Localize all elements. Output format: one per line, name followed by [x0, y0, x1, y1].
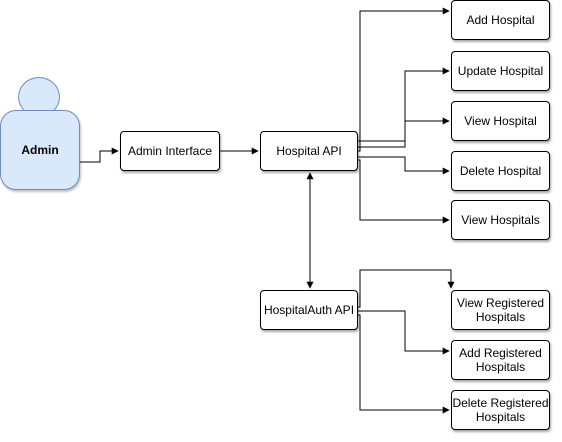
node-add-hospital-label: Add Hospital [466, 13, 535, 27]
node-add-hospital[interactable]: Add Hospital [451, 0, 550, 40]
node-update-hospital[interactable]: Update Hospital [451, 51, 550, 91]
node-hospitalauth-api-label: HospitalAuth API [263, 303, 355, 317]
node-admin-interface-label: Admin Interface [127, 144, 213, 158]
edge-hospitalauth-to-delete-registered [358, 314, 450, 414]
edge-hospital-api-to-view-hospitals [358, 159, 450, 224]
node-view-hospital-label: View Hospital [464, 114, 537, 128]
node-view-registered-hospitals-label: View Registered Hospitals [456, 296, 545, 324]
node-delete-registered-hospitals-label: Delete Registered Hospitals [452, 396, 549, 424]
edge-admin-to-admin-interface [80, 147, 119, 163]
node-hospital-api[interactable]: Hospital API [260, 131, 358, 171]
node-delete-hospital[interactable]: Delete Hospital [451, 151, 550, 191]
node-hospital-api-label: Hospital API [276, 144, 342, 158]
node-view-hospital[interactable]: View Hospital [451, 101, 550, 141]
node-add-registered-hospitals[interactable]: Add Registered Hospitals [451, 340, 550, 380]
node-delete-hospital-label: Delete Hospital [459, 164, 542, 178]
node-view-hospitals[interactable]: View Hospitals [451, 200, 550, 240]
node-delete-registered-hospitals[interactable]: Delete Registered Hospitals [451, 390, 550, 430]
node-update-hospital-label: Update Hospital [457, 64, 544, 78]
node-hospitalauth-api[interactable]: HospitalAuth API [260, 290, 358, 330]
edge-hospitalauth-to-view-registered [358, 269, 455, 308]
node-add-registered-hospitals-label: Add Registered Hospitals [459, 346, 542, 374]
edge-hospital-api-to-view-hospital [358, 117, 450, 142]
edge-hospital-api-to-add-hospital [358, 7, 450, 152]
node-admin-interface[interactable]: Admin Interface [120, 131, 220, 171]
node-view-hospitals-label: View Hospitals [461, 213, 540, 227]
admin-actor[interactable]: Admin [0, 110, 80, 190]
edge-hospital-api-to-delete-hospital [358, 156, 450, 175]
admin-actor-label: Admin [21, 143, 59, 157]
edge-hospitalauth-to-add-registered [358, 310, 450, 355]
edge-hospital-api-to-update-hospital [358, 67, 450, 148]
node-view-registered-hospitals[interactable]: View Registered Hospitals [451, 290, 550, 330]
